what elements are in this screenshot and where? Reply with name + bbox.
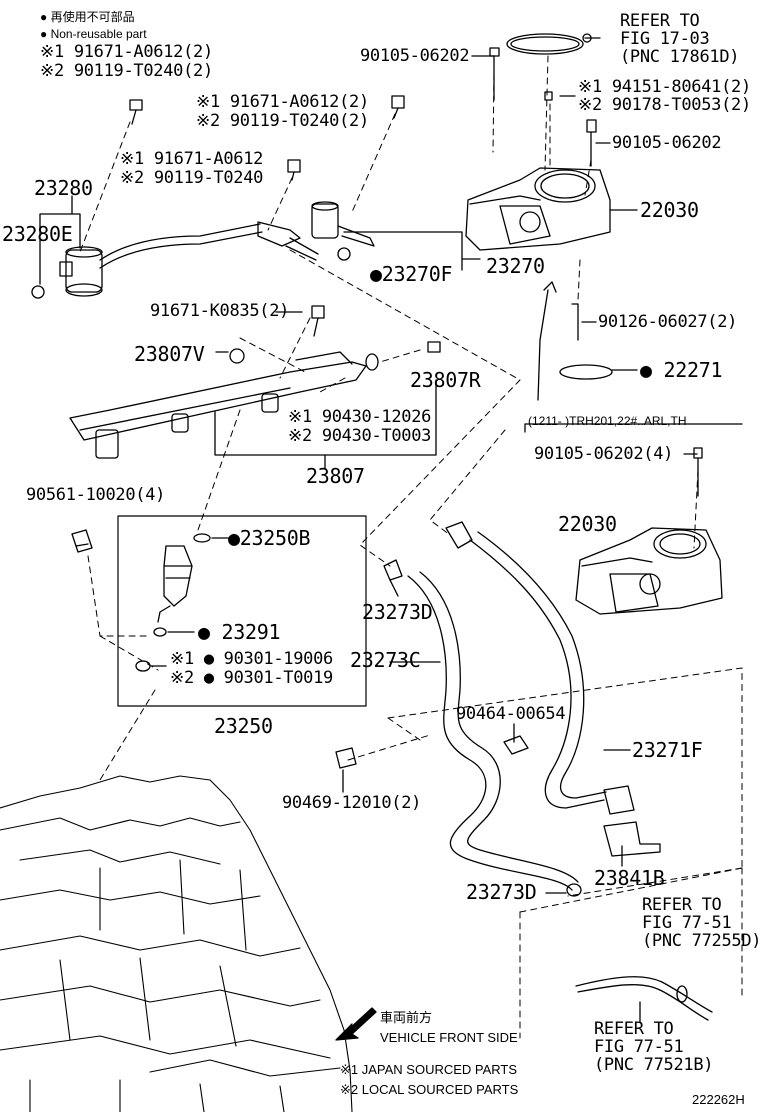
fuel-rail-23807 [69, 351, 379, 459]
clamps [335, 735, 529, 769]
legend-note-1: ※1 91671-A0612(2) [40, 42, 213, 62]
hose-23273c [383, 559, 582, 897]
throttle-body-lower-22030 [575, 447, 723, 615]
label-oring-2[interactable]: ※2 ● 90301-T0019 [170, 668, 333, 688]
label-90105-06202-a[interactable]: 90105-06202 [360, 46, 470, 66]
ref-77-51-b-line3: (PNC 77521B) [594, 1055, 714, 1075]
label-23273c[interactable]: 23273C [350, 648, 421, 672]
legend-note-2: ※2 90119-T0240(2) [40, 61, 213, 81]
ref-77-51-b-line2[interactable]: FIG 77-51 [594, 1037, 684, 1057]
ref-17-03-line1: REFER TO [620, 11, 700, 31]
label-23270f[interactable]: ●23270F [370, 262, 453, 286]
label-bolt-a2[interactable]: ※2 90119-T0240(2) [196, 111, 369, 131]
label-23280[interactable]: 23280 [34, 176, 93, 200]
label-90105-06202-b[interactable]: 90105-06202 [612, 133, 722, 153]
front-side-en: VEHICLE FRONT SIDE [380, 1030, 518, 1045]
throttle-body-upper-22030 [465, 33, 613, 401]
breather-hose-77 [575, 976, 713, 1021]
source-note-1: ※1 JAPAN SOURCED PARTS [340, 1062, 518, 1077]
front-side-jp: 車両前方 [380, 1010, 433, 1025]
ref-17-03-line3: (PNC 17861D) [620, 47, 740, 67]
label-variant-range: (1211- )TRH201,22#..ARL,TH [528, 414, 687, 428]
label-90469-12010[interactable]: 90469-12010(2) [282, 793, 422, 813]
label-23273d-b[interactable]: 23273D [466, 880, 537, 904]
dashed-lines [79, 55, 743, 1039]
ref-77-51-b-line1: REFER TO [594, 1019, 674, 1039]
label-90126-06027[interactable]: 90126-06027(2) [598, 312, 738, 332]
label-gasket-1[interactable]: ※1 90430-12026 [288, 407, 432, 427]
pressure-regulator-23280 [31, 221, 319, 299]
label-23273d-a[interactable]: 23273D [362, 600, 433, 624]
label-90464-00654[interactable]: 90464-00654 [456, 704, 566, 724]
label-23250b[interactable]: ●23250B [228, 526, 311, 550]
label-22030-lower[interactable]: 22030 [558, 512, 617, 536]
label-oring-1[interactable]: ※1 ● 90301-19006 [170, 649, 333, 669]
ref-77-51-a-line3: (PNC 77255D) [642, 931, 760, 951]
bolt-icons [129, 95, 441, 364]
label-23280e[interactable]: 23280E [2, 222, 73, 246]
label-23841b[interactable]: 23841B [594, 866, 665, 890]
engine-block [0, 775, 353, 1112]
label-22271[interactable]: ● 22271 [640, 358, 723, 382]
label-23271f[interactable]: 23271F [632, 738, 703, 762]
label-bolt-a1[interactable]: ※1 91671-A0612(2) [196, 92, 369, 112]
front-arrow-icon [335, 1007, 377, 1041]
label-23807[interactable]: 23807 [306, 464, 365, 488]
legend-nonreusable-jp: ● 再使用不可部品 [40, 10, 135, 24]
label-bolt-b2[interactable]: ※2 90119-T0240 [120, 168, 264, 188]
label-23291[interactable]: ● 23291 [198, 620, 281, 644]
label-90561-10020[interactable]: 90561-10020(4) [26, 485, 166, 505]
label-gasket-2[interactable]: ※2 90430-T0003 [288, 426, 432, 446]
fuel-pipe-23270 [311, 201, 375, 261]
label-90105-06202-c[interactable]: 90105-06202(4) [534, 444, 674, 464]
legend-nonreusable-en: ● Non-reusable part [40, 27, 147, 41]
label-nut-1[interactable]: ※1 94151-80641(2) [578, 77, 751, 97]
hose-23271f [445, 521, 661, 857]
label-23807v[interactable]: 23807V [134, 342, 205, 366]
leader-lines [39, 37, 743, 1023]
label-23270[interactable]: 23270 [486, 254, 545, 278]
injector-23250 [71, 529, 211, 672]
ref-17-03-line2[interactable]: FIG 17-03 [620, 29, 710, 49]
label-22030-upper[interactable]: 22030 [640, 198, 699, 222]
label-23250[interactable]: 23250 [214, 714, 273, 738]
ref-77-51-a-line2[interactable]: FIG 77-51 [642, 913, 732, 933]
illustration-code: 222262H [692, 1092, 745, 1107]
label-23807r[interactable]: 23807R [410, 368, 481, 392]
label-bolt-b1[interactable]: ※1 91671-A0612 [120, 149, 264, 169]
ref-77-51-a-line1: REFER TO [642, 895, 722, 915]
label-91671-k0835[interactable]: 91671-K0835(2) [150, 301, 290, 321]
label-nut-2[interactable]: ※2 90178-T0053(2) [578, 95, 751, 115]
source-note-2: ※2 LOCAL SOURCED PARTS [340, 1082, 519, 1097]
